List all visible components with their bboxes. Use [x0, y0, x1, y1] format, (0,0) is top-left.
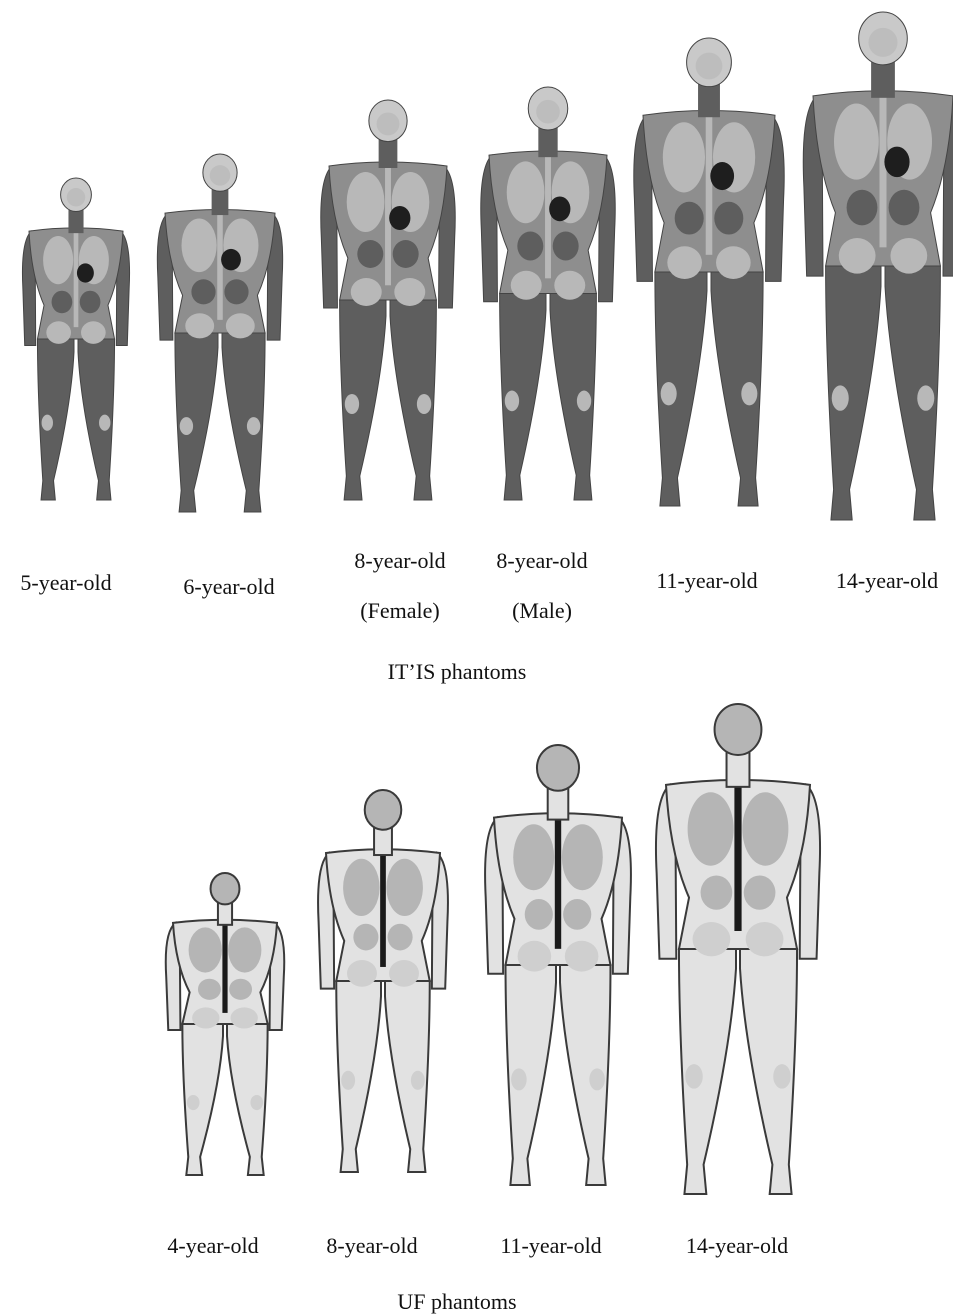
itis-phantom-11-year-old [634, 38, 784, 506]
itis-label-4-sex: (Male) [496, 598, 587, 624]
itis-phantom-5-year-old [22, 178, 129, 500]
itis-label-6-age: 14-year-old [836, 568, 938, 593]
itis-label-2: 6-year-old [183, 574, 274, 600]
itis-label-4-age: 8-year-old [496, 548, 587, 574]
itis-label-1: 5-year-old [20, 570, 111, 596]
itis-label-4: 8-year-old (Male) [496, 548, 587, 624]
itis-phantom-14-year-old [803, 12, 953, 520]
uf-section-title: UF phantoms [397, 1289, 516, 1315]
itis-label-1-age: 5-year-old [20, 570, 111, 595]
itis-phantom-6-year-old [157, 154, 282, 512]
itis-phantom-8-year-old-male [481, 87, 615, 500]
itis-label-5-age: 11-year-old [656, 568, 757, 593]
uf-phantom-11-year-old [485, 745, 631, 1185]
itis-label-5: 11-year-old [656, 568, 757, 594]
itis-phantom-8-year-old-female [321, 100, 455, 500]
uf-label-1: 4-year-old [167, 1233, 258, 1259]
itis-label-3-sex: (Female) [354, 598, 445, 624]
itis-label-3: 8-year-old (Female) [354, 548, 445, 624]
uf-phantom-4-year-old [166, 873, 285, 1175]
uf-phantom-8-year-old [318, 790, 448, 1172]
uf-label-3: 11-year-old [500, 1233, 601, 1259]
uf-label-2: 8-year-old [326, 1233, 417, 1259]
itis-section-title: IT’IS phantoms [388, 659, 527, 685]
itis-label-2-age: 6-year-old [183, 574, 274, 599]
uf-phantom-14-year-old [656, 704, 820, 1194]
uf-label-4: 14-year-old [686, 1233, 788, 1259]
itis-label-3-age: 8-year-old [354, 548, 445, 574]
itis-label-6: 14-year-old [836, 568, 938, 594]
